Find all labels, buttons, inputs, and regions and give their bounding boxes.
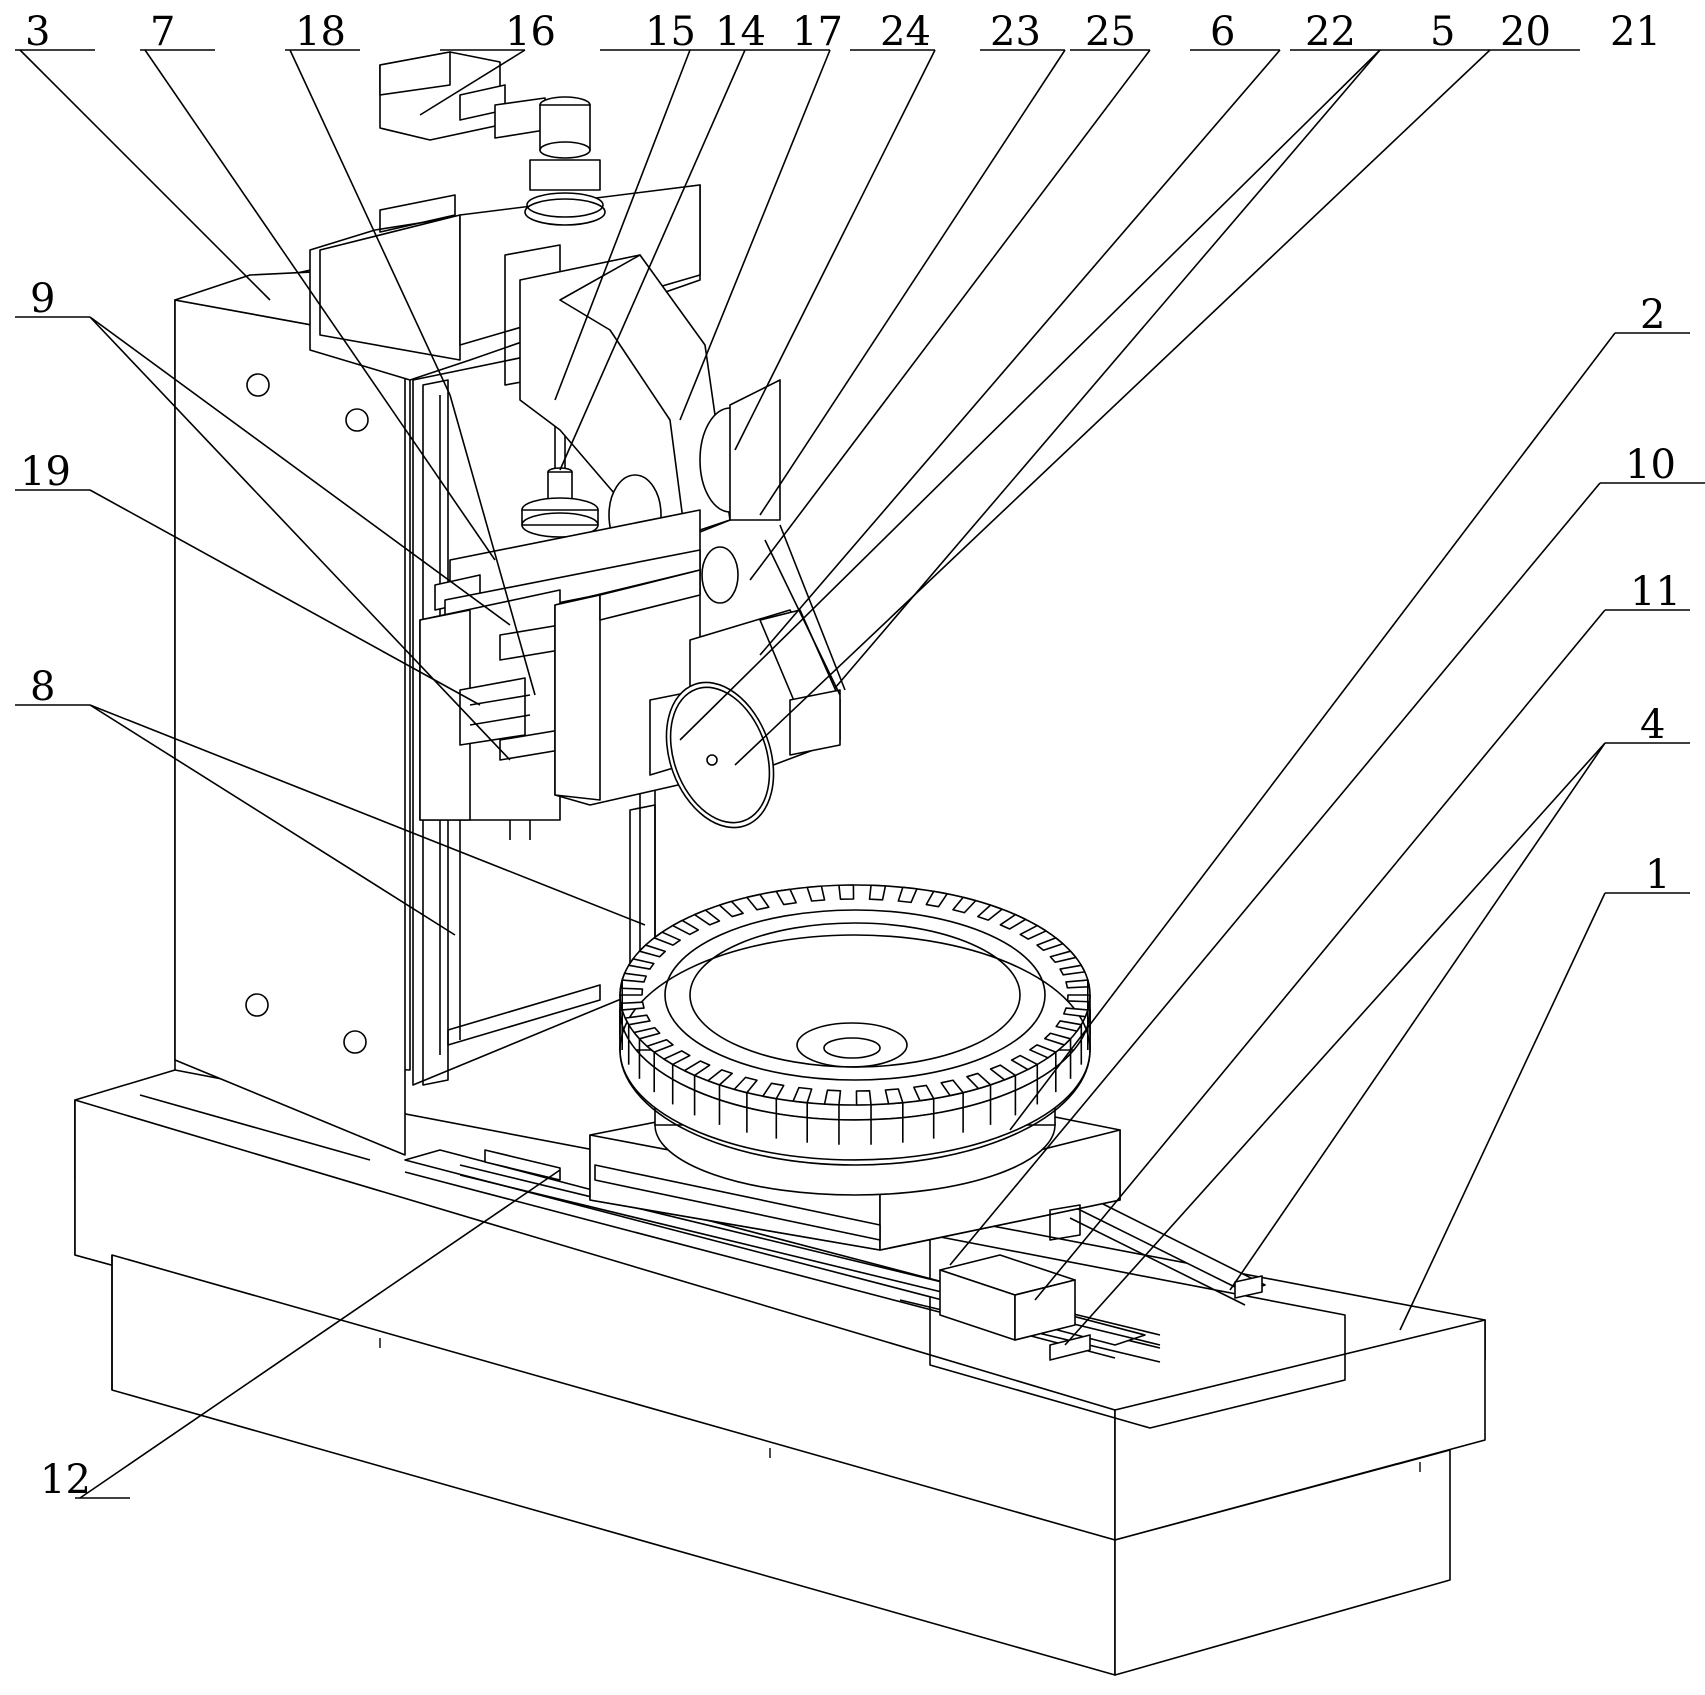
label-24: 24 — [880, 9, 931, 55]
label-9: 9 — [30, 276, 55, 322]
label-25: 25 — [1085, 9, 1136, 55]
leader-lines — [15, 49, 1705, 1499]
gear-tooth — [619, 1001, 645, 1011]
grinding-disk — [665, 681, 775, 829]
gear-tooth — [1059, 964, 1086, 976]
gear-tooth — [663, 1050, 691, 1066]
gear-tooth — [693, 909, 721, 926]
gear-tooth — [977, 904, 1003, 921]
label-6: 6 — [1210, 9, 1235, 55]
gear-tooth — [806, 885, 826, 902]
gear-tooth — [621, 972, 647, 983]
gear-tooth — [1043, 1032, 1072, 1046]
machine-column — [174, 247, 661, 1156]
label-17: 17 — [792, 9, 843, 55]
feed-rod — [521, 390, 599, 538]
gear-tooth — [746, 893, 770, 911]
gear-tooth — [638, 944, 667, 958]
part-number-labels: 3 7 18 16 15 14 17 24 23 25 6 22 5 20 21… — [20, 9, 1681, 1503]
label-12: 12 — [40, 1457, 91, 1503]
top-servo-motor — [379, 51, 546, 141]
gear-tooth — [619, 987, 644, 996]
label-10: 10 — [1625, 442, 1676, 488]
gear-tooth — [868, 884, 887, 901]
vertical-slide-carriage — [419, 509, 701, 821]
gear-tooth — [925, 890, 948, 908]
workpiece-gear — [619, 884, 1091, 1196]
label-8: 8 — [30, 664, 55, 710]
label-23: 23 — [990, 9, 1041, 55]
gear-tooth — [1036, 937, 1064, 952]
gear-tooth — [792, 1086, 813, 1104]
gear-tooth — [627, 958, 655, 970]
gear-tooth — [952, 896, 977, 914]
gear-tooth — [707, 1069, 733, 1086]
gear-tooth — [646, 1038, 674, 1053]
gear-tooth — [683, 1060, 711, 1077]
gear-tooth — [966, 1072, 992, 1090]
gear-tooth — [855, 1089, 872, 1106]
gear-tooth — [940, 1079, 964, 1097]
label-19: 19 — [20, 449, 71, 495]
gear-tooth — [999, 913, 1027, 930]
gear-tooth — [1049, 950, 1077, 964]
gear-tooth — [1029, 1044, 1057, 1059]
label-15: 15 — [645, 9, 696, 55]
gear-tooth — [838, 884, 855, 901]
gear-tooth — [1019, 924, 1047, 940]
gear-tooth — [762, 1082, 785, 1100]
gear-tooth — [989, 1064, 1017, 1081]
label-22: 22 — [1305, 9, 1356, 55]
gear-teeth — [619, 884, 1091, 1145]
gear-tooth — [913, 1084, 935, 1102]
gear-tooth — [624, 1014, 651, 1026]
gear-tooth — [1065, 979, 1091, 989]
gear-tooth — [1055, 1020, 1083, 1032]
gear-tooth — [633, 1026, 661, 1040]
gear-tooth — [823, 1089, 842, 1106]
label-16: 16 — [505, 9, 556, 55]
label-5: 5 — [1430, 9, 1455, 55]
drive-belt — [764, 524, 846, 696]
label-20: 20 — [1500, 9, 1551, 55]
label-21: 21 — [1610, 9, 1661, 55]
gear-tooth — [1063, 1007, 1089, 1018]
label-7: 7 — [150, 9, 175, 55]
label-11: 11 — [1630, 569, 1681, 615]
gear-tooth — [718, 900, 744, 918]
label-3: 3 — [25, 9, 50, 55]
label-4: 4 — [1640, 702, 1665, 748]
gear-tooth — [897, 886, 918, 904]
vertical-spindle-assembly — [524, 96, 606, 226]
label-1: 1 — [1645, 852, 1670, 898]
gear-tooth — [775, 888, 797, 906]
gear-tooth — [884, 1088, 904, 1105]
drive-motor-block — [939, 1254, 1076, 1341]
gear-tooth — [1066, 994, 1091, 1003]
gear-tooth — [1010, 1054, 1039, 1071]
label-14: 14 — [715, 9, 766, 55]
gear-tooth — [653, 931, 681, 946]
gear-tooth — [733, 1076, 758, 1094]
label-18: 18 — [295, 9, 346, 55]
gear-tooth — [671, 919, 700, 936]
label-2: 2 — [1640, 292, 1665, 338]
